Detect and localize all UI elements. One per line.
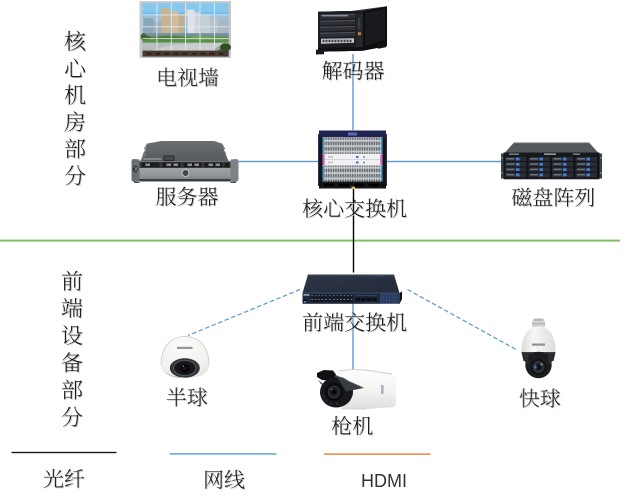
svg-text:HDMI: HDMI	[361, 471, 407, 491]
